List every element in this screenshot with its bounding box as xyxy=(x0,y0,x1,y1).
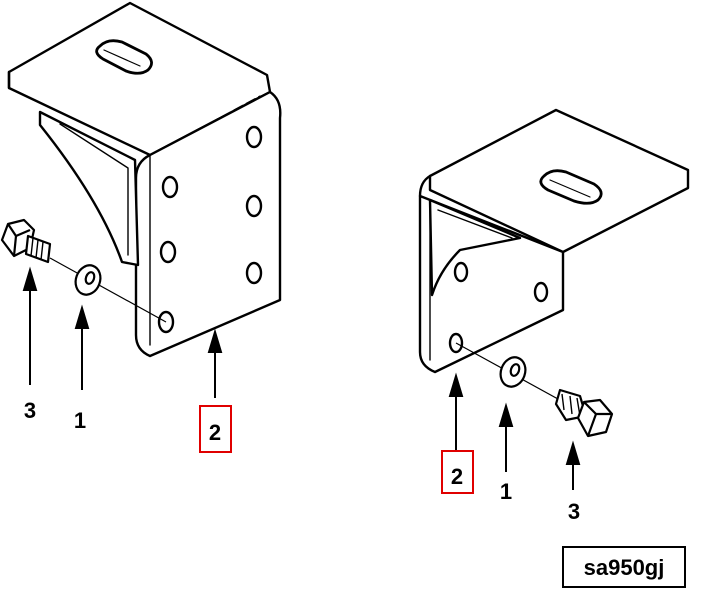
left-callout-bracket[interactable]: 2 xyxy=(209,420,221,445)
left-callout-bolt[interactable]: 3 xyxy=(24,398,36,423)
right-callout-bolt[interactable]: 3 xyxy=(568,499,580,524)
right-leaders xyxy=(448,372,581,490)
left-bracket-highlight-box xyxy=(199,405,232,453)
right-bracket[interactable] xyxy=(418,108,690,374)
drawing-id: sa950gj xyxy=(584,555,665,580)
left-centerline xyxy=(49,257,167,323)
drawing-id-box xyxy=(562,546,686,588)
left-bracket[interactable] xyxy=(7,1,282,358)
right-bolt[interactable] xyxy=(554,388,614,438)
right-callout-washer[interactable]: 1 xyxy=(500,479,512,504)
left-callout-washer[interactable]: 1 xyxy=(74,408,86,433)
left-leaders xyxy=(22,266,223,398)
left-bolt[interactable] xyxy=(0,218,52,264)
right-bracket-highlight-box xyxy=(441,450,474,494)
left-washer[interactable] xyxy=(72,262,105,298)
right-washer[interactable] xyxy=(497,354,530,390)
right-callout-bracket[interactable]: 2 xyxy=(451,464,463,489)
